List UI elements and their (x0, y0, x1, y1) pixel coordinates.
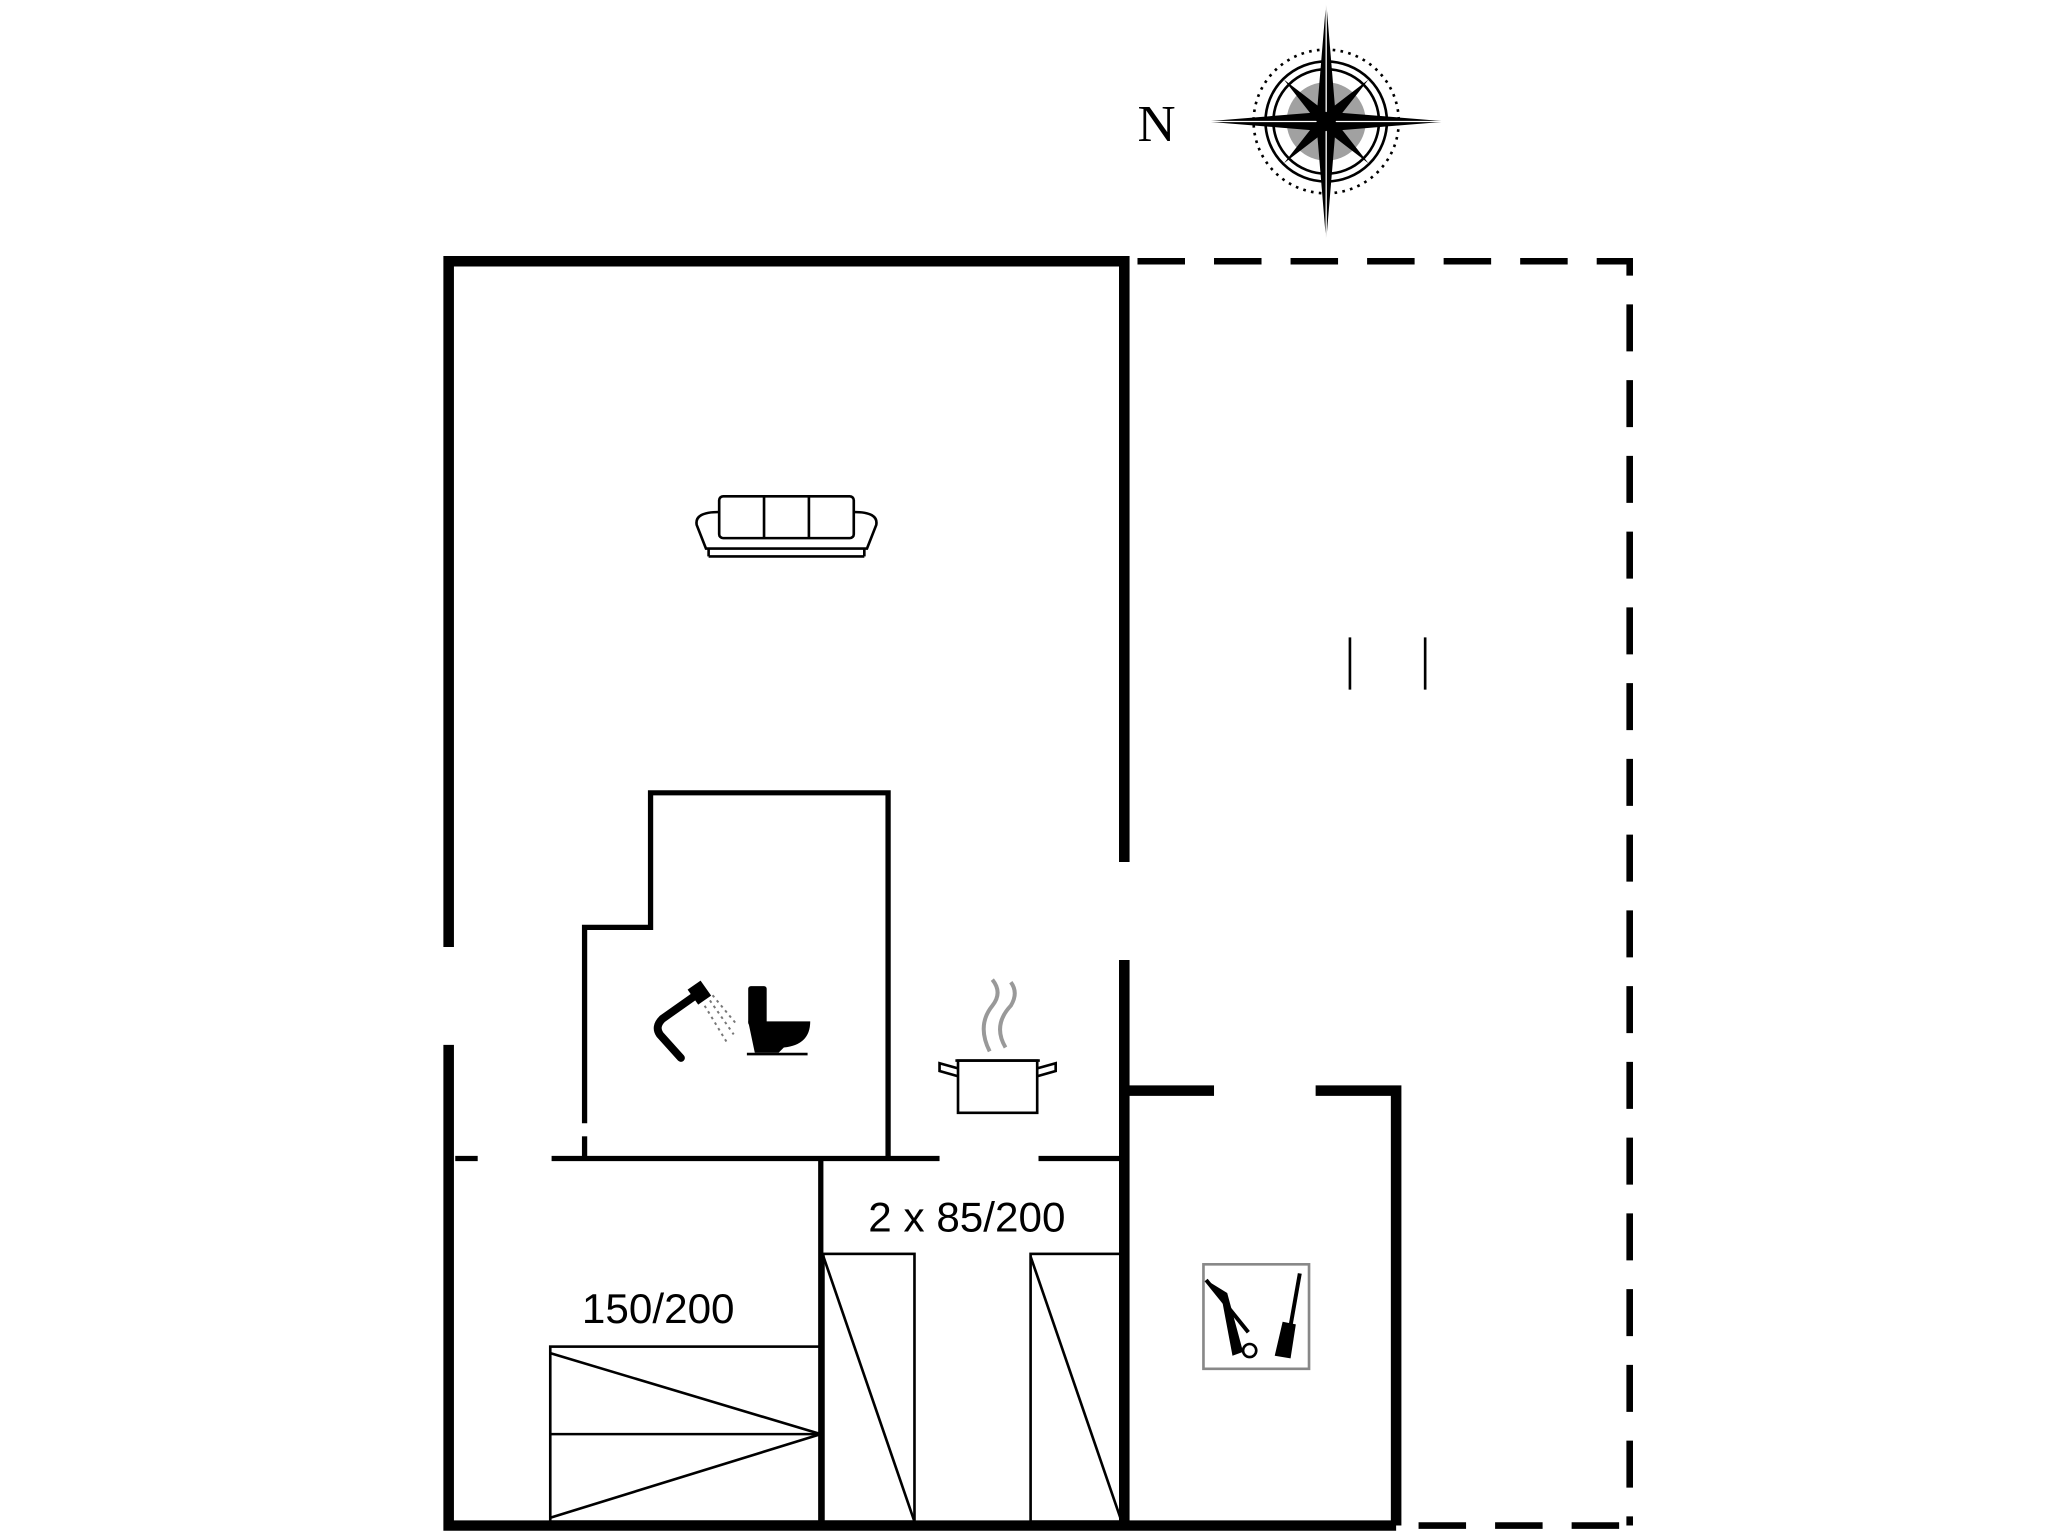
single-bed (1029, 1252, 1123, 1523)
exterior-walls (443, 255, 1402, 1531)
cooking-pot-icon (938, 978, 1057, 1115)
toilet-icon (746, 986, 811, 1056)
window-marks (1348, 637, 1427, 690)
sofa-icon (695, 495, 878, 558)
terrace-outline (1137, 257, 1633, 1529)
shower-icon (653, 980, 738, 1062)
compass-rose-icon (1204, 1, 1448, 242)
utility-tools-icon (1202, 1263, 1311, 1371)
bathroom-walls (581, 790, 891, 1159)
single-beds-label: 2 x 85/200 (868, 1194, 1065, 1241)
double-bed (548, 1345, 823, 1523)
single-bed (822, 1252, 916, 1523)
north-label: N (1137, 95, 1175, 153)
double-bed-label: 150/200 (582, 1285, 735, 1332)
